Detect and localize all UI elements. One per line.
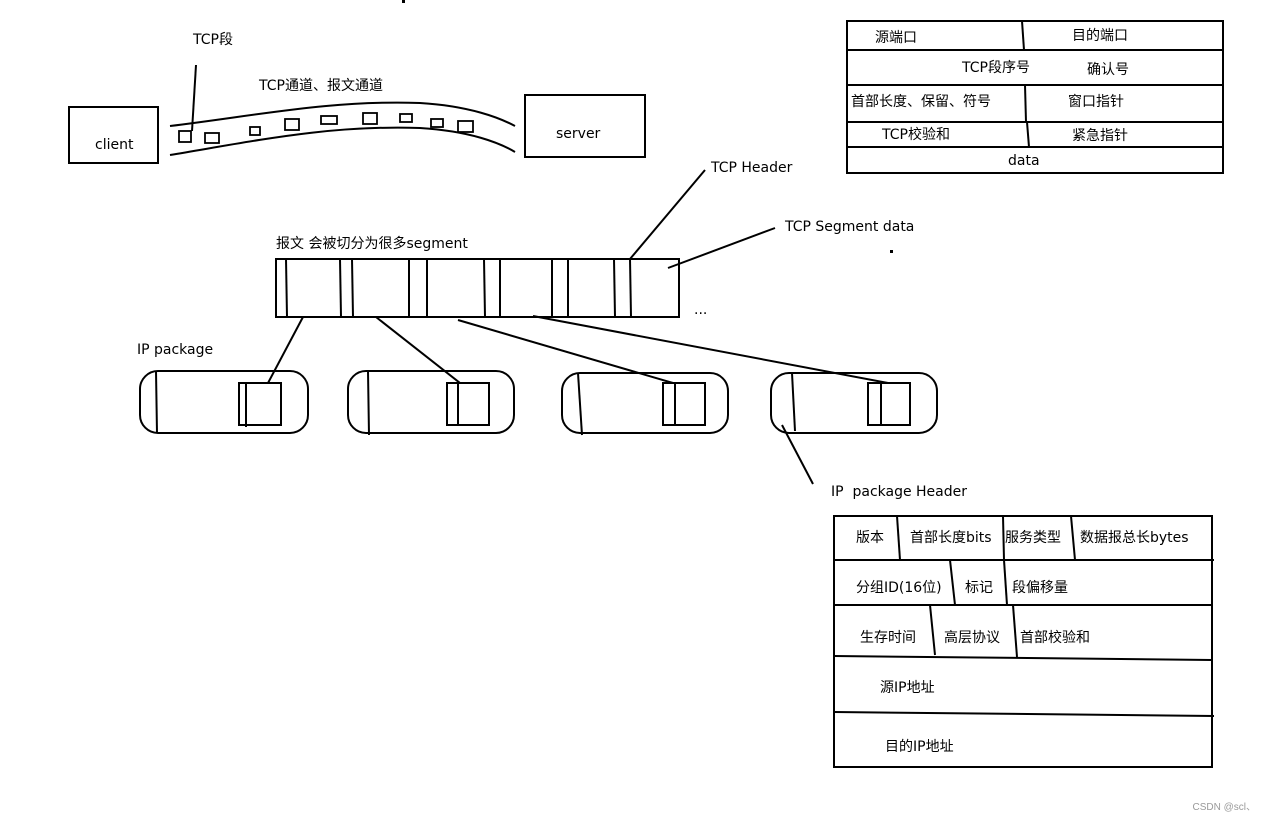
tcp-header-label: TCP Header (711, 160, 793, 176)
ip-header-checksum: 首部校验和 (1020, 630, 1090, 646)
tcp-segment-data-label: TCP Segment data (785, 219, 915, 235)
ip-offset: 段偏移量 (1012, 580, 1068, 596)
tcp-checksum: TCP校验和 (882, 127, 950, 143)
message-split-label: 报文 会被切分为很多segment (276, 236, 468, 252)
client-label: client (95, 137, 134, 153)
ip-package-label: IP package (137, 342, 214, 358)
ip-total-len: 数据报总长bytes (1080, 530, 1189, 546)
ip-ttl: 生存时间 (860, 630, 916, 646)
tcp-channel-top (169, 101, 516, 127)
ip-flag: 标记 (965, 580, 993, 596)
tcp-segment-label: TCP段 (193, 32, 233, 48)
ip-service-type: 服务类型 (1005, 530, 1061, 546)
client-box (68, 106, 159, 164)
stray-dot (402, 0, 405, 3)
server-label: server (556, 126, 601, 142)
watermark: CSDN @scl、 (1192, 802, 1257, 813)
tcp-ack-no: 确认号 (1087, 62, 1129, 78)
ip-header-pointer (781, 424, 814, 485)
tcp-seq-no: TCP段序号 (962, 60, 1030, 76)
message-dividers (285, 258, 632, 318)
tcp-dst-port: 目的端口 (1072, 28, 1128, 44)
tcp-header-len: 首部长度、保留、符号 (851, 94, 991, 110)
ip-package-2 (347, 370, 515, 436)
segment-to-package-lines (267, 315, 889, 384)
tcp-window: 窗口指针 (1068, 94, 1124, 110)
ip-package-3 (561, 372, 729, 436)
ip-src-ip: 源IP地址 (880, 680, 935, 696)
tcp-data: data (1008, 153, 1040, 169)
ip-version: 版本 (856, 530, 884, 546)
tcp-header-pointer (629, 169, 706, 260)
channel-label: TCP通道、报文通道 (259, 78, 383, 94)
message-bar (275, 258, 680, 318)
ip-package-1 (139, 370, 309, 434)
ip-package-4 (770, 372, 938, 434)
tcp-header-table (846, 20, 1224, 174)
ip-header-table (833, 515, 1215, 768)
ip-group-id: 分组ID(16位) (856, 580, 942, 596)
ip-protocol: 高层协议 (944, 630, 1000, 646)
ip-dst-ip: 目的IP地址 (885, 739, 954, 755)
tcp-channel-bottom (169, 126, 516, 156)
tcp-urgent: 紧急指针 (1072, 128, 1128, 144)
ellipsis-label: ... (694, 302, 708, 318)
tcp-segment-pointer (191, 64, 197, 132)
ip-package-header-label: IP package Header (831, 484, 968, 500)
tcp-data-pointer (667, 227, 776, 269)
ip-header-len: 首部长度bits (910, 530, 992, 546)
tcp-src-port: 源端口 (875, 30, 917, 46)
stray-dot (890, 250, 893, 253)
server-box (524, 94, 646, 158)
channel-segments (178, 112, 474, 144)
